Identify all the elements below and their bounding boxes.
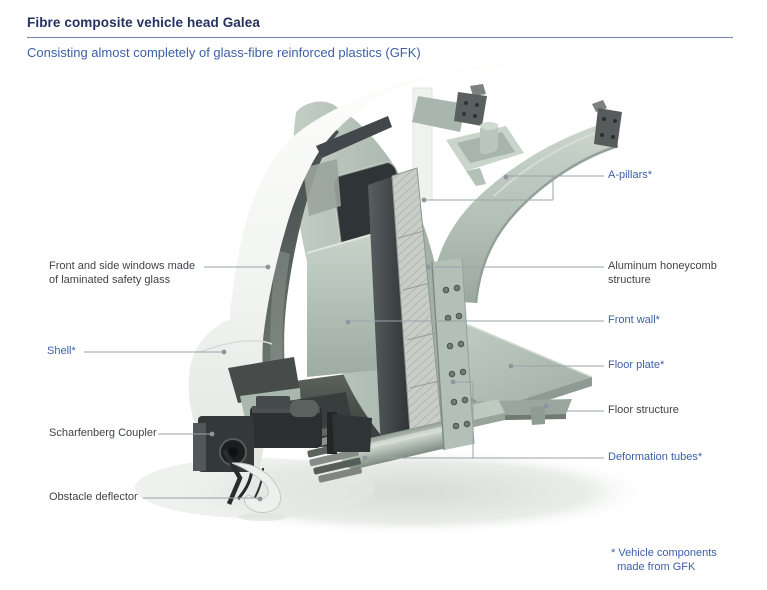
label-scharfenberg-coupler: Scharfenberg Coupler bbox=[49, 427, 157, 439]
deflector-strut bbox=[222, 448, 243, 505]
label-floor-structure: Floor structure bbox=[608, 404, 679, 416]
bolted-flange-column bbox=[431, 257, 475, 451]
label-a-pillars: A-pillars* bbox=[608, 169, 653, 181]
label-aluminum-honeycomb: Aluminum honeycomb structure bbox=[608, 260, 717, 286]
sidewall-cut-edge bbox=[368, 176, 413, 449]
gfk-footnote: * Vehicle components made from GFK bbox=[611, 547, 717, 573]
roof-underside bbox=[316, 116, 392, 158]
label-deformation-tubes: Deformation tubes* bbox=[608, 451, 703, 463]
sun-visor bbox=[303, 159, 341, 216]
leader-lines bbox=[84, 175, 604, 499]
page-title: Fibre composite vehicle head Galea bbox=[27, 15, 260, 30]
mount-flange-right bbox=[592, 100, 622, 148]
horn-funnel bbox=[446, 122, 524, 186]
leader-dots bbox=[209, 174, 549, 502]
leader-deformation-tubes bbox=[365, 381, 604, 459]
front-wall bbox=[306, 232, 378, 377]
label-front-side-windows: Front and side windows made of laminated… bbox=[49, 260, 196, 286]
obstacle-deflector bbox=[231, 462, 286, 521]
page-subtitle: Consisting almost completely of glass-fi… bbox=[27, 45, 421, 60]
windscreen bbox=[240, 122, 341, 408]
shell-crease bbox=[199, 339, 273, 353]
header-divider bbox=[27, 37, 733, 38]
mount-flange-left bbox=[454, 84, 487, 126]
label-front-wall: Front wall* bbox=[608, 314, 660, 326]
leader-a-pillars bbox=[424, 175, 604, 201]
label-obstacle-deflector: Obstacle deflector bbox=[49, 491, 138, 503]
label-shell: Shell* bbox=[47, 345, 76, 357]
roof-beam bbox=[412, 96, 466, 132]
leader-floor-structure bbox=[545, 405, 604, 412]
label-floor-plate: Floor plate* bbox=[608, 359, 665, 371]
